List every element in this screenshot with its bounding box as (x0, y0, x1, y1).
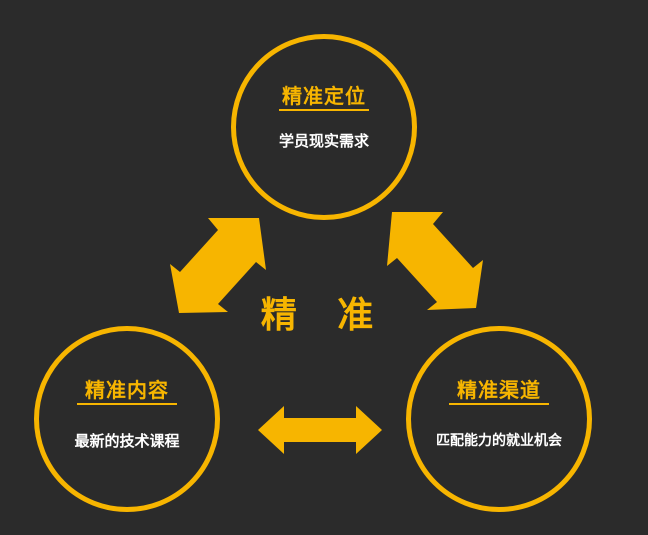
node-left-title: 精准内容 (85, 378, 169, 402)
node-left-underline (77, 403, 177, 405)
node-left-subtitle: 最新的技术课程 (74, 432, 180, 450)
node-right-circle: 精准渠道 匹配能力的就业机会 (406, 326, 592, 512)
double-arrow-top-left (170, 218, 266, 313)
center-label: 精 准 (260, 295, 388, 336)
node-left-circle: 精准内容 最新的技术课程 (34, 326, 220, 512)
node-top-underline (279, 109, 369, 111)
double-arrow-top-right (387, 212, 483, 310)
node-top-subtitle: 学员现实需求 (278, 132, 369, 150)
node-top-title: 精准定位 (282, 84, 366, 108)
double-arrow-bottom (258, 406, 382, 454)
node-right-underline (449, 403, 549, 405)
node-right-title: 精准渠道 (457, 378, 541, 402)
node-right-subtitle: 匹配能力的就业机会 (436, 433, 562, 449)
node-top-circle: 精准定位 学员现实需求 (231, 34, 417, 220)
